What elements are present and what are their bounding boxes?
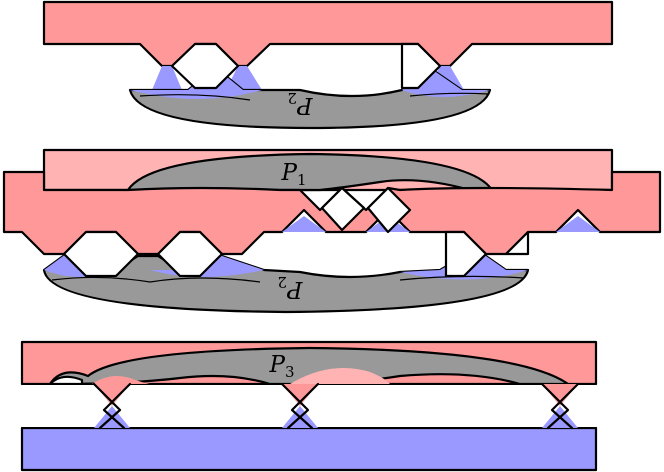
- p3-cut-left: [48, 375, 84, 386]
- svg-text:P2: P2: [277, 273, 303, 302]
- middle-window-1: [320, 186, 366, 232]
- top-tooth-right: [400, 42, 442, 90]
- p3-pink-patch-left: [92, 376, 150, 384]
- svg-text:P2: P2: [287, 89, 313, 118]
- middle-arc-2: [149, 277, 261, 283]
- bottom-tooth-2: [280, 382, 320, 430]
- top-red-slab: [42, 0, 614, 68]
- top-blue-wedge-1: [152, 66, 182, 90]
- bottom-tooth-1: [92, 382, 132, 430]
- label-p2-index: 2: [287, 89, 297, 107]
- middle-tooth-1: [62, 230, 140, 278]
- label-p1: P1: [280, 160, 306, 189]
- top-blue-patch-left: [130, 68, 262, 99]
- label-p2-middle: P2: [277, 273, 303, 302]
- label-p2-top: P2: [287, 89, 313, 118]
- middle-group: P1 P2: [2, 148, 662, 314]
- middle-arc-1: [51, 276, 151, 283]
- p1-lens: [126, 152, 494, 192]
- top-arc-2: [409, 92, 489, 97]
- top-group: P2: [42, 0, 614, 130]
- bottom-group: P3: [20, 340, 598, 472]
- middle-window-2: [366, 186, 412, 234]
- label-p3: P3: [268, 352, 294, 381]
- bottom-tooth-3: [540, 382, 580, 430]
- middle-blue-wedge-3: [556, 216, 600, 232]
- middle-tooth-4: [504, 230, 530, 256]
- p3-lens: [48, 346, 570, 386]
- label-p3-index: 3: [285, 363, 295, 381]
- p3-pink-patch: [290, 368, 390, 384]
- label-p1-letter: P: [280, 160, 297, 186]
- middle-tooth-2: [156, 230, 224, 278]
- middle-tooth-3: [444, 230, 488, 278]
- label-p2-letter: P: [297, 92, 314, 118]
- middle-blue-wedge-1: [282, 216, 326, 232]
- top-arc-1: [139, 94, 251, 101]
- middle-arc-3: [399, 275, 525, 281]
- bottom-blue-slab: [20, 426, 598, 472]
- label-p1-index: 1: [297, 171, 307, 189]
- label-p3-letter: P: [268, 352, 285, 378]
- top-tooth-left: [170, 42, 240, 90]
- middle-gray-lens: [42, 252, 530, 314]
